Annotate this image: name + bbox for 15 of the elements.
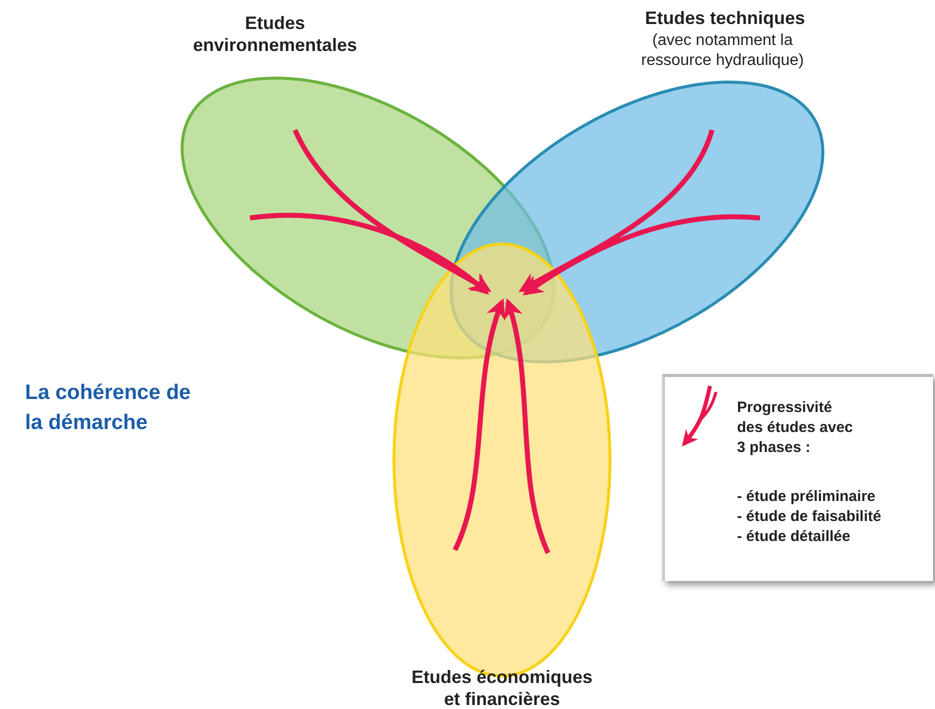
- ellipse-subtitle: (avec notamment la ressource hydraulique): [640, 31, 805, 71]
- list-item: - étude de faisabilité: [737, 508, 882, 525]
- curved-arrow: [250, 212, 490, 295]
- curved-arrow: [452, 298, 506, 551]
- ellipse-title: Etudes économiques et financières: [410, 666, 594, 709]
- ellipse-title: Etudes environnementales: [192, 12, 358, 56]
- curved-arrow: [292, 128, 492, 292]
- ellipse-title: Etudes techniques: [644, 7, 806, 29]
- curved-arrow: [502, 298, 550, 554]
- legend-text: Progressivité des études avec 3 phases :: [737, 398, 854, 458]
- curved-arrow: [522, 214, 760, 296]
- list-item: - étude préliminaire: [737, 488, 876, 505]
- curved-arrow: [518, 129, 714, 292]
- diagram-heading: La cohérence de la démarche: [25, 380, 192, 436]
- list-item: - étude détaillée: [737, 528, 852, 545]
